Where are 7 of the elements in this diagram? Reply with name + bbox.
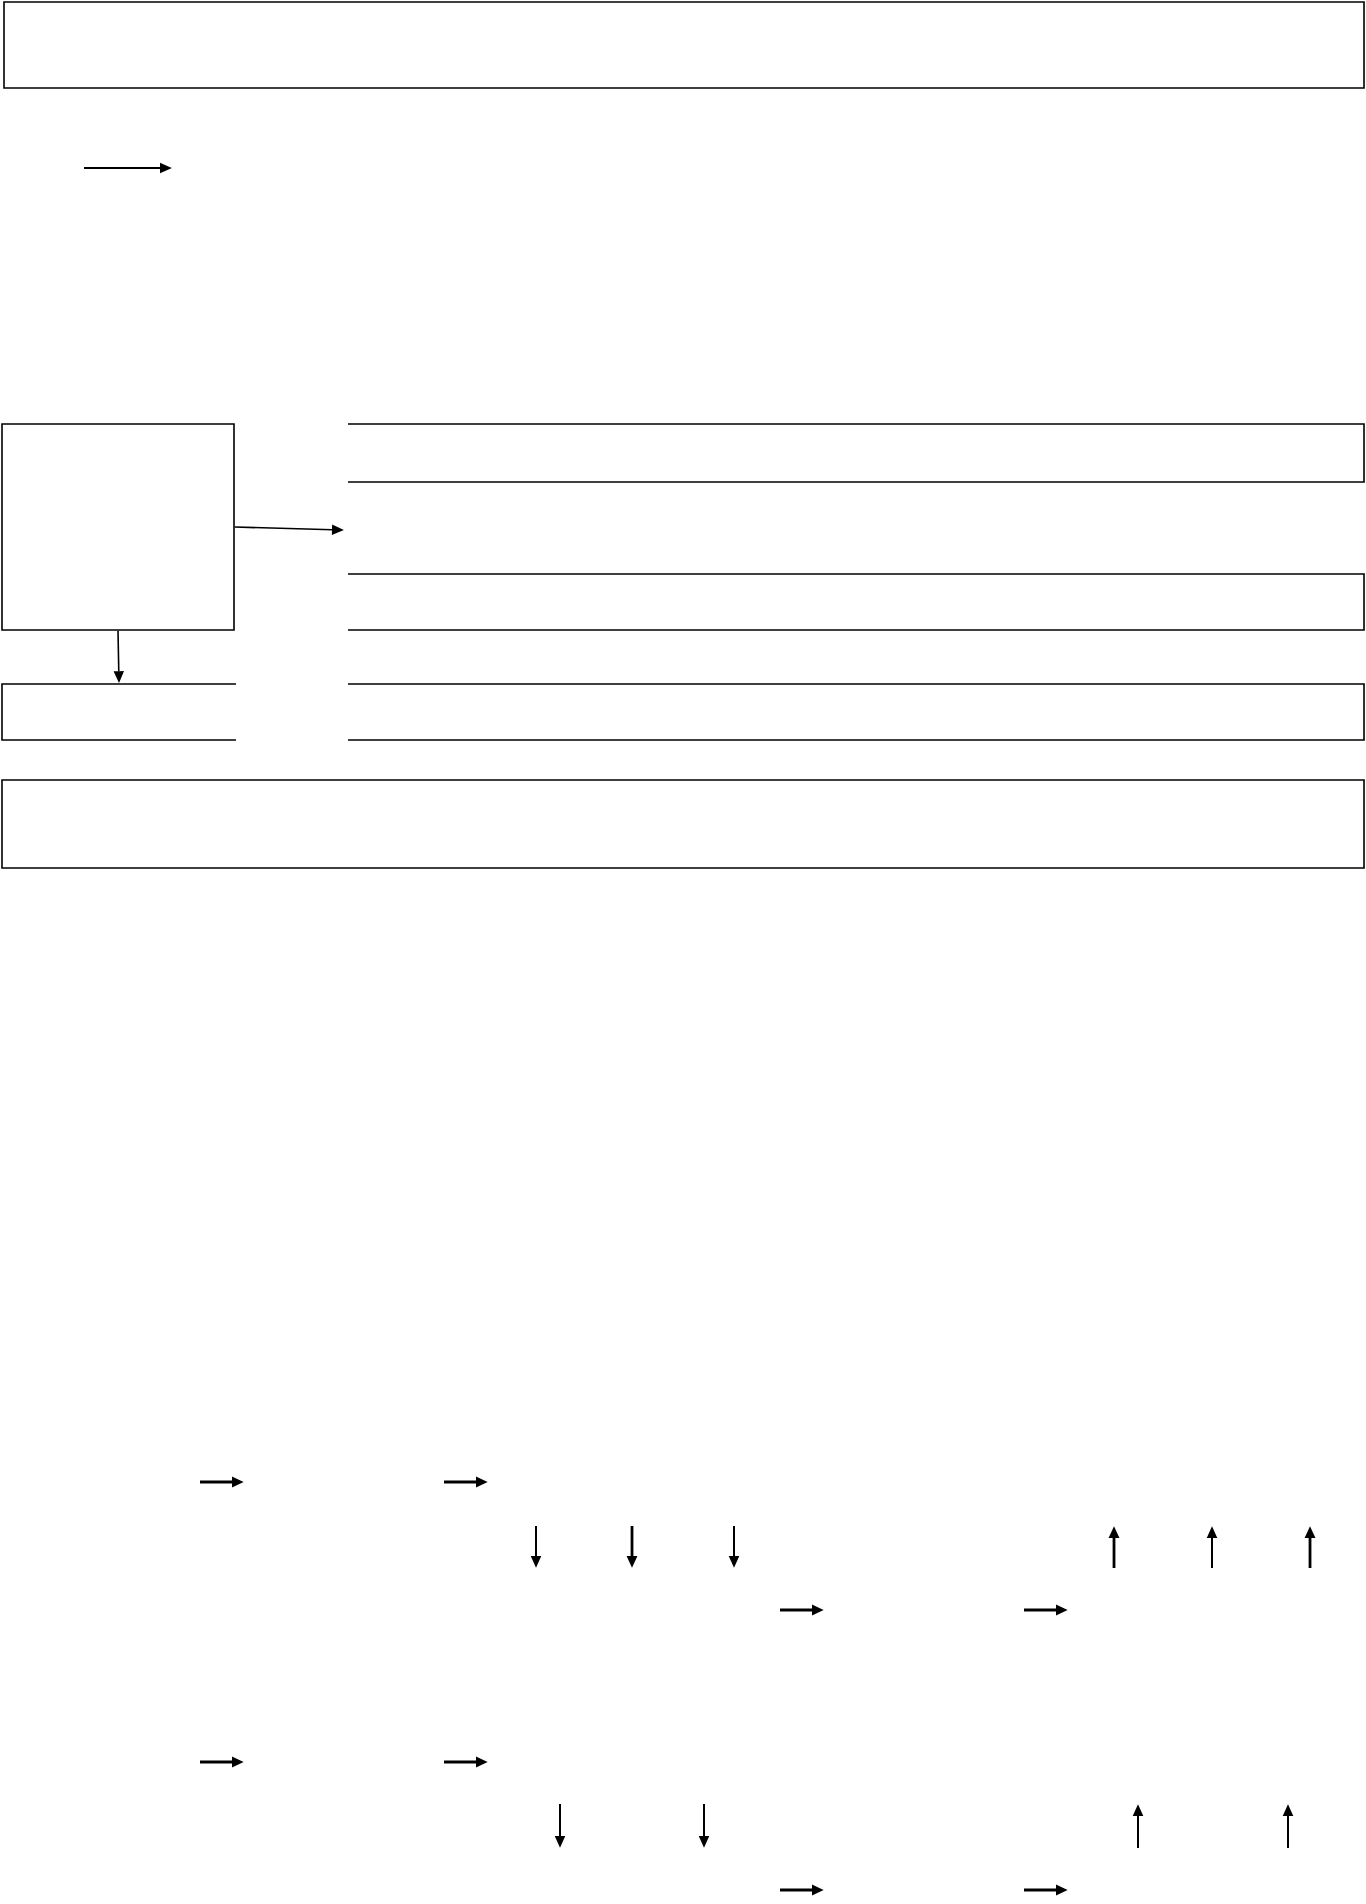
open-band — [347, 683, 1365, 741]
open-band — [347, 423, 1365, 483]
open-band — [347, 573, 1365, 631]
box — [1, 423, 235, 631]
box — [1, 779, 1365, 869]
box — [3, 1, 1365, 89]
open-band — [1, 683, 237, 741]
